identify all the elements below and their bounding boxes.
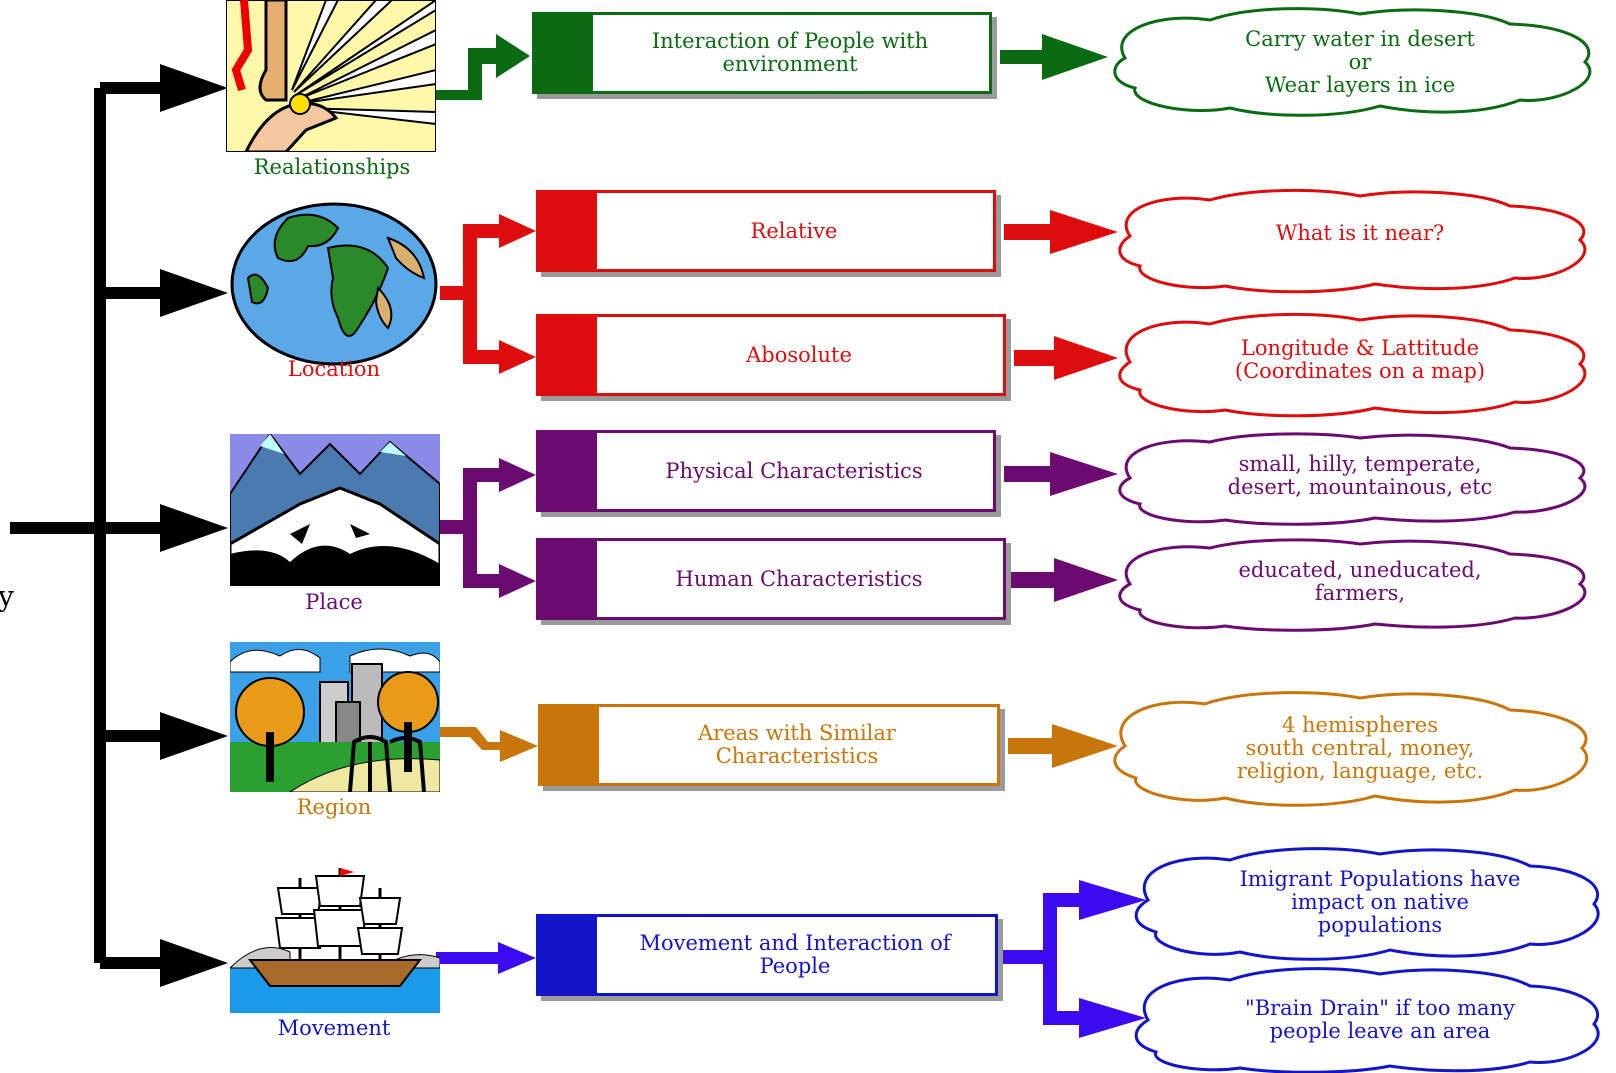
theme-label-location: Location [287,357,381,381]
cloud-shape [1134,967,1600,1073]
cloud-outlines [1113,7,1600,1073]
box-label: Physical Characteristics [665,458,923,483]
box-movement-interaction-people: Movement and Interaction of People [536,914,998,996]
sunlight-hand-icon [226,0,436,152]
box-human-characteristics: Human Characteristics [536,538,1006,620]
box-label: Interaction of People with environment [651,29,929,76]
box-label: Human Characteristics [675,566,923,591]
cloud-longitude-latitude: Longitude & Lattitude (Coordinates on a … [1234,336,1486,383]
side-letter: y [0,580,14,613]
theme-label-movement: Movement [277,1016,391,1040]
region-connectors [440,724,1118,768]
cloud-brain-drain: "Brain Drain" if too many people leave a… [1245,996,1515,1043]
cloud-shape [1118,312,1587,418]
trunk-connector [10,88,106,963]
cloud-carry-water: Carry water in desert or Wear layers in … [1245,26,1475,97]
movement-connectors [436,880,1146,1038]
trunk-arrows [100,64,228,987]
box-absolute: Abosolute [536,314,1006,396]
box-label: Relative [750,218,838,243]
theme-label-relationships: Realationships [253,155,411,179]
globe-icon [230,202,438,366]
cloud-shape [1118,538,1587,632]
theme-label-region: Region [296,795,372,819]
mountains-icon [230,434,440,586]
box-areas-similar-characteristics: Areas with Similar Characteristics [538,704,1000,786]
cloud-shape [1113,691,1589,807]
box-label: Movement and Interaction of People [639,931,951,978]
box-label: Areas with Similar Characteristics [698,721,896,768]
cloud-shape [1134,847,1600,961]
cloud-shape [1118,188,1587,294]
cloud-what-is-it-near: What is it near? [1275,220,1445,245]
box-physical-characteristics: Physical Characteristics [536,430,996,512]
box-relative: Relative [536,190,996,272]
cloud-shape [1118,432,1587,526]
box-label: Abosolute [746,342,852,367]
cloud-region-examples: 4 hemispheres south central, money, reli… [1236,712,1484,783]
city-park-icon [230,642,440,792]
location-connectors [440,210,1118,380]
cloud-physical-examples: small, hilly, temperate, desert, mountai… [1227,452,1493,499]
sailing-ship-icon [230,868,440,1013]
theme-label-place: Place [305,590,363,614]
cloud-human-examples: educated, uneducated, farmers, [1238,558,1482,605]
place-connectors [440,452,1118,602]
cloud-immigrant-impact: Imigrant Populations have impact on nati… [1239,866,1521,937]
relationships-connectors [432,34,1108,100]
box-interaction-people-environment: Interaction of People with environment [532,12,992,94]
cloud-shape [1113,7,1592,117]
